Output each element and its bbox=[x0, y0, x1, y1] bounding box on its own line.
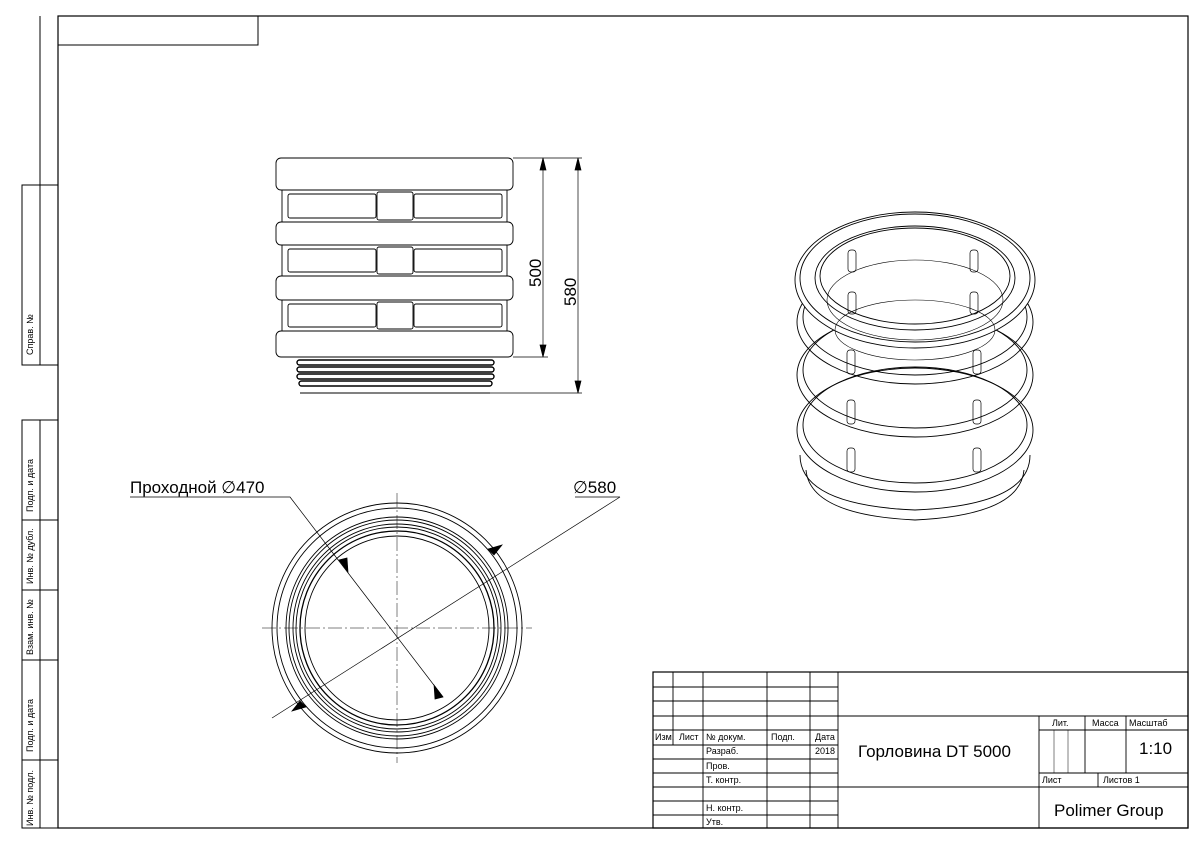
label-inv-dubl: Инв. № дубл. bbox=[25, 528, 35, 584]
role-utv: Утв. bbox=[706, 817, 724, 827]
top-view bbox=[130, 493, 621, 763]
title-block-grid bbox=[652, 671, 1189, 829]
label-podp-data-1: Подп. и дата bbox=[25, 458, 35, 512]
sheet-frame bbox=[21, 15, 1189, 829]
header-list: Лист bbox=[679, 732, 699, 742]
label-inv-podl: Инв. № подл. bbox=[25, 769, 35, 826]
label-sprav-no: Справ. № bbox=[25, 314, 35, 355]
header-podp: Подп. bbox=[771, 732, 795, 742]
label-podp-data-2: Подп. и дата bbox=[25, 698, 35, 752]
sheet-label: Лист bbox=[1042, 775, 1062, 785]
dim-height-580: 580 bbox=[561, 277, 580, 306]
dim-inner-diameter: Проходной ∅470 bbox=[130, 478, 265, 497]
dim-height-500: 500 bbox=[526, 258, 545, 287]
role-prov: Пров. bbox=[706, 761, 730, 771]
role-n-kontr: Н. контр. bbox=[706, 803, 744, 813]
scale-value: 1:10 bbox=[1139, 739, 1173, 758]
label-vzam-inv: Взам. инв. № bbox=[25, 599, 35, 655]
year: 2018 bbox=[815, 746, 836, 756]
mass-label: Масса bbox=[1092, 718, 1119, 728]
drawing-title: Горловина DT 5000 bbox=[858, 742, 1011, 761]
company-name: Polimer Group bbox=[1054, 801, 1164, 820]
scale-label: Масштаб bbox=[1129, 718, 1168, 728]
role-t-kontr: Т. контр. bbox=[706, 775, 742, 785]
header-doc: № докум. bbox=[706, 732, 746, 742]
header-izm: Изм. bbox=[655, 732, 675, 742]
sheets-count: Листов 1 bbox=[1103, 775, 1140, 785]
dimension-lines bbox=[490, 157, 582, 394]
header-date: Дата bbox=[815, 732, 835, 742]
lit-label: Лит. bbox=[1052, 718, 1069, 728]
role-razrab: Разраб. bbox=[706, 746, 739, 756]
isometric-view bbox=[794, 211, 1036, 521]
dim-outer-diameter: ∅580 bbox=[573, 478, 617, 497]
side-view bbox=[275, 157, 514, 394]
